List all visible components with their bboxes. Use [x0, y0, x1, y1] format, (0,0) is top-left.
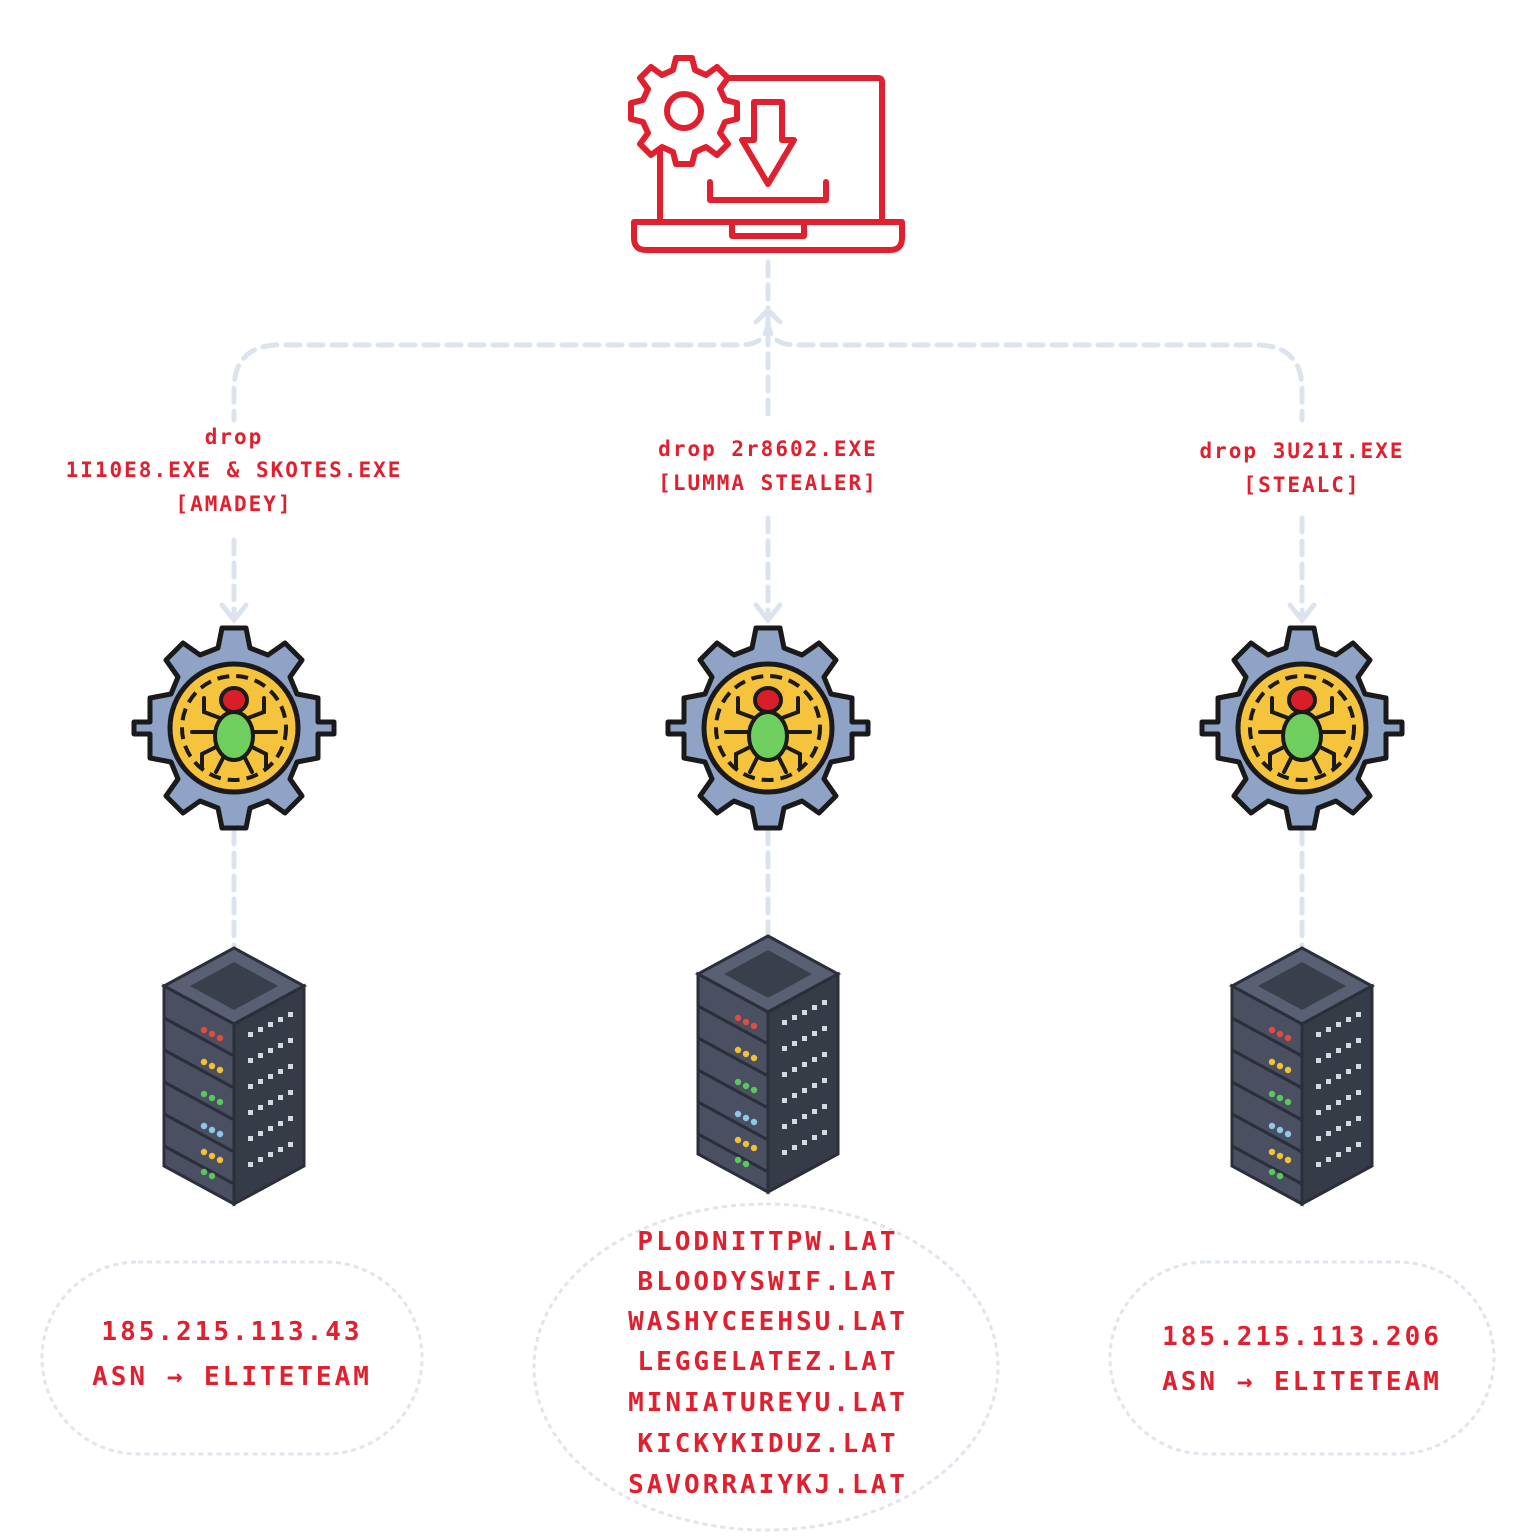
- result-domain: KICKYKIDUZ.LAT: [637, 1429, 898, 1459]
- server-rack-icon: [162, 946, 306, 1206]
- malware-bug-gear-icon: [134, 628, 334, 828]
- branch-label-line: 1I10E8.EXE & SKOTES.EXE: [66, 458, 403, 482]
- branch-label-line: [STEALC]: [1243, 473, 1360, 497]
- laptop-download-icon: [628, 55, 905, 253]
- server-rack-icon: [1230, 946, 1374, 1206]
- branch-label-line: drop 2r8602.EXE: [658, 437, 878, 461]
- result-domain: LEGGELATEZ.LAT: [637, 1347, 898, 1377]
- result-domain: WASHYCEEHSU.LAT: [628, 1307, 908, 1337]
- branch-label-line: [LUMMA STEALER]: [658, 471, 878, 495]
- branch-label-line: [AMADEY]: [175, 492, 292, 516]
- malware-bug-gear-icon: [668, 628, 868, 828]
- result-bubble-amadey: [40, 1260, 424, 1456]
- result-ip: 185.215.113.206: [1162, 1322, 1442, 1352]
- result-bubble-stealc: [1108, 1260, 1496, 1456]
- server-rack-icon: [696, 934, 840, 1194]
- branch-label-line: drop: [205, 425, 264, 449]
- result-domain: PLODNITTPW.LAT: [637, 1227, 898, 1257]
- branch-label-stealc: drop 3U21I.EXE [STEALC]: [1199, 439, 1404, 497]
- result-domain: SAVORRAIYKJ.LAT: [628, 1470, 908, 1500]
- result-bubble-lumma: [532, 1202, 1000, 1532]
- branch-label-amadey: drop 1I10E8.EXE & SKOTES.EXE [AMADEY]: [66, 425, 403, 516]
- result-domain: BLOODYSWIF.LAT: [637, 1267, 898, 1297]
- result-asn: ASN → ELITETEAM: [92, 1362, 372, 1392]
- result-asn: ASN → ELITETEAM: [1162, 1367, 1442, 1397]
- branch-label-line: drop 3U21I.EXE: [1199, 439, 1404, 463]
- malware-bug-gear-icon: [1202, 628, 1402, 828]
- branch-label-lumma: drop 2r8602.EXE [LUMMA STEALER]: [658, 437, 878, 495]
- result-domain: MINIATUREYU.LAT: [628, 1388, 908, 1418]
- connector-lines: [231, 259, 1305, 983]
- result-ip: 185.215.113.43: [101, 1317, 362, 1347]
